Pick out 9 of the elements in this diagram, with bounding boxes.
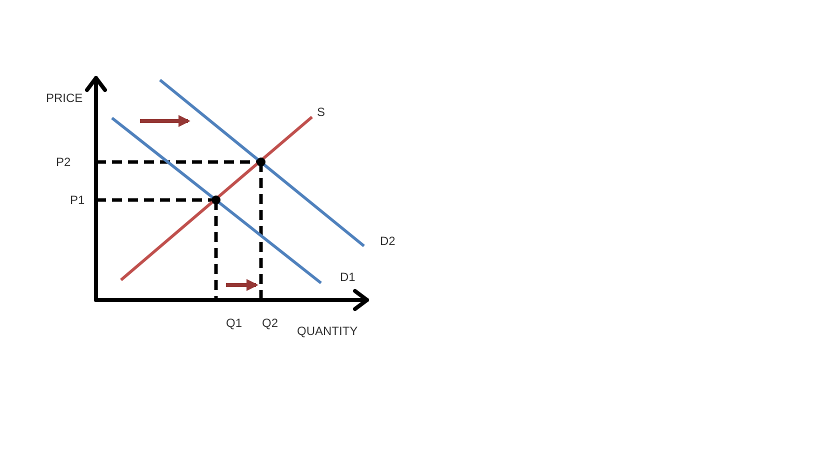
axis-title: QUANTITY xyxy=(297,324,358,338)
price-label: P2 xyxy=(56,155,71,169)
curve-label: D2 xyxy=(380,234,396,248)
price-label: P1 xyxy=(70,193,85,207)
quantity-label: Q2 xyxy=(262,316,278,330)
axis-title: PRICE xyxy=(46,91,83,105)
curve-label: D1 xyxy=(340,270,356,284)
curve-label: S xyxy=(317,105,326,119)
quantity-label: Q1 xyxy=(226,316,242,330)
